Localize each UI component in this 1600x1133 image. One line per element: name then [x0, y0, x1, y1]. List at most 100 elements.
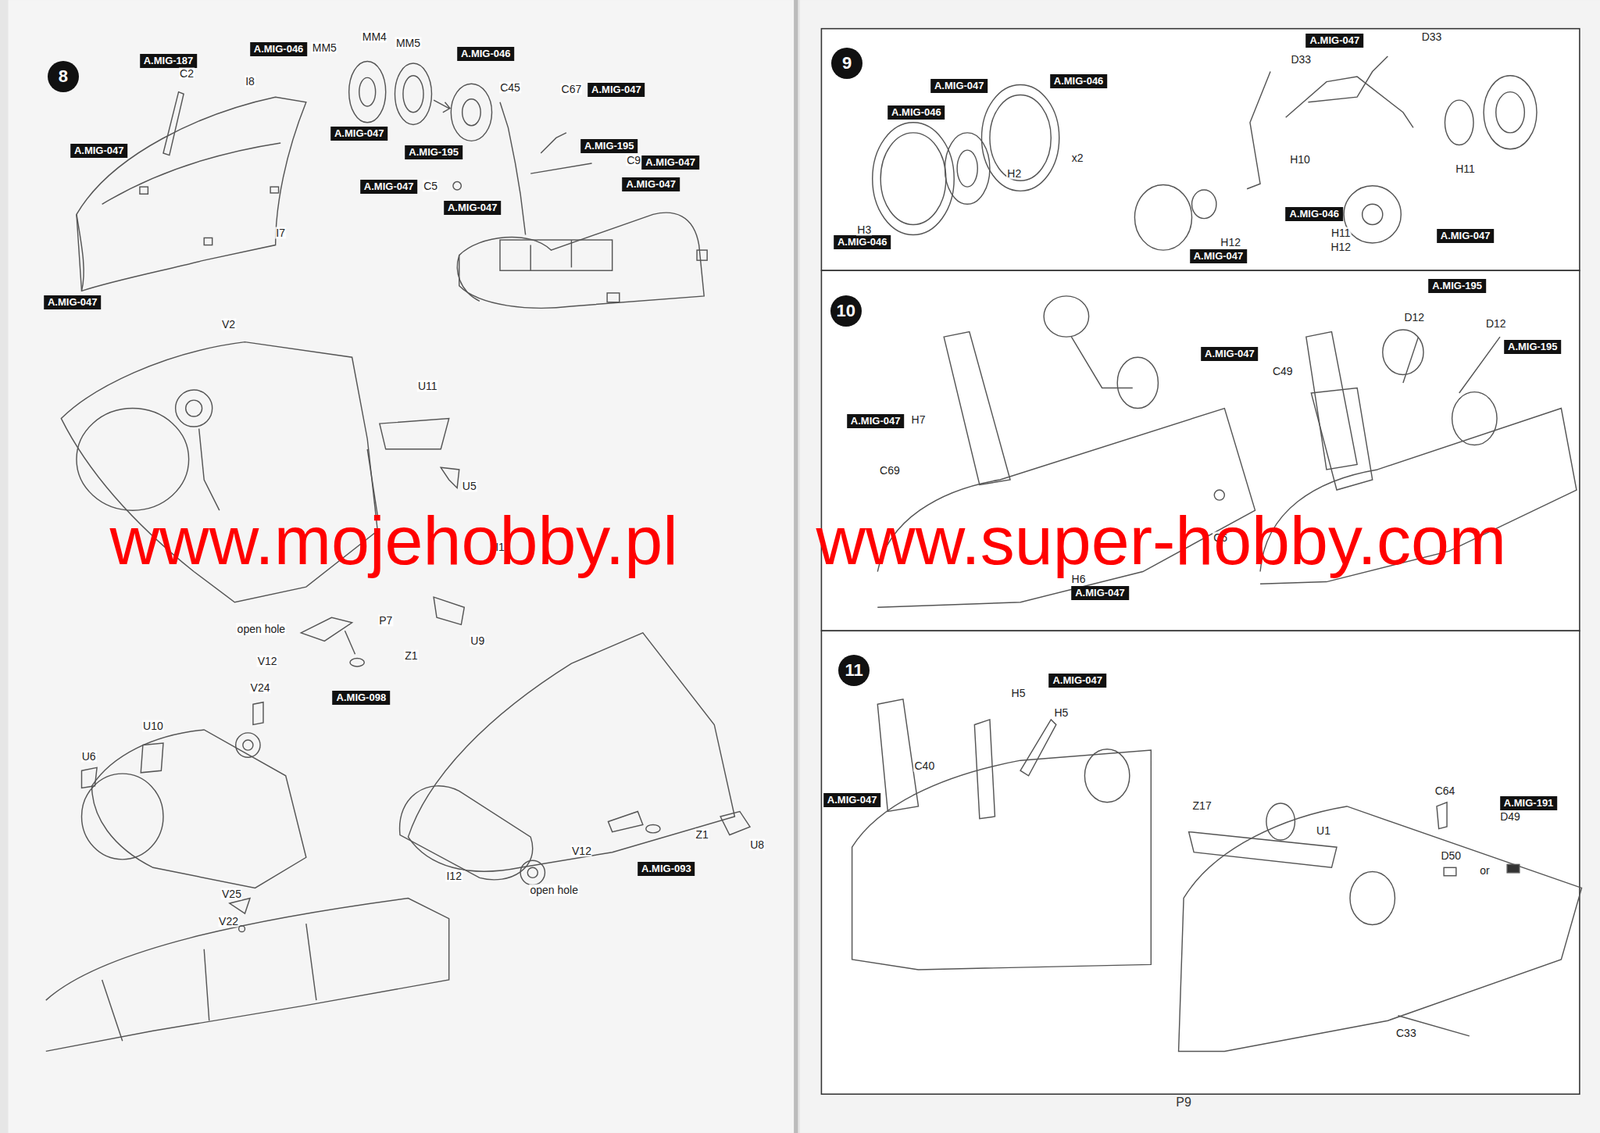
- step-number: 11: [838, 654, 870, 686]
- part-label: C40: [914, 759, 936, 772]
- part-label: H12: [1219, 235, 1242, 248]
- part-label: C33: [1395, 1026, 1418, 1039]
- part-label: D12: [1485, 317, 1508, 330]
- paint-callout: A.MIG-047: [1200, 346, 1259, 361]
- part-label: I12: [445, 869, 462, 882]
- part-label: open hole: [236, 622, 287, 635]
- paint-callout: A.MIG-191: [1500, 796, 1558, 811]
- part-label: V2: [221, 318, 236, 331]
- callout-text: A.MIG-187: [143, 54, 194, 67]
- paint-callout: A.MIG-047: [443, 200, 502, 215]
- callout-text: A.MIG-047: [626, 178, 677, 190]
- paint-callout: A.MIG-047: [1189, 249, 1248, 264]
- callout-text: A.MIG-093: [641, 862, 692, 875]
- callout-text: A.MIG-046: [891, 106, 942, 118]
- part-label: H7: [910, 413, 927, 425]
- callout-text: A.MIG-047: [47, 296, 98, 308]
- step-number-text: 10: [836, 300, 856, 322]
- part-label: or: [1478, 864, 1490, 877]
- step-number: 10: [830, 295, 862, 327]
- paint-callout: A.MIG-047: [1306, 33, 1365, 48]
- part-label: D49: [1499, 810, 1522, 822]
- paint-callout: A.MIG-195: [1503, 339, 1562, 354]
- step-number: 8: [47, 60, 79, 93]
- part-label: Z1: [694, 828, 709, 841]
- part-label: I7: [275, 226, 286, 239]
- part-label: D33: [1421, 31, 1443, 43]
- paint-callout: A.MIG-195: [580, 139, 639, 154]
- part-label: Z17: [1192, 799, 1213, 811]
- callout-text: A.MIG-047: [591, 83, 642, 96]
- watermark: www.mojehobby.pl: [110, 505, 679, 576]
- callout-text: A.MIG-195: [1507, 340, 1558, 353]
- callout-text: A.MIG-195: [408, 146, 459, 158]
- callout-text: A.MIG-191: [1503, 796, 1554, 809]
- part-label: U10: [142, 719, 165, 732]
- part-label: MM4: [361, 31, 388, 43]
- step-number-text: 8: [58, 66, 68, 87]
- callout-text: A.MIG-046: [1053, 75, 1104, 87]
- paint-callout: A.MIG-047: [43, 295, 102, 310]
- part-label: D33: [1289, 53, 1312, 65]
- paint-callout: A.MIG-046: [1285, 207, 1343, 222]
- paint-callout: A.MIG-195: [404, 145, 463, 160]
- part-label: I8: [244, 75, 256, 88]
- step-number-text: 11: [845, 660, 864, 681]
- callout-text: A.MIG-047: [334, 127, 385, 140]
- part-label: U6: [81, 750, 97, 762]
- callout-text: A.MIG-047: [364, 180, 415, 193]
- part-label: C9: [625, 154, 642, 167]
- part-label: x2: [1071, 152, 1085, 165]
- paint-callout: A.MIG-047: [587, 82, 646, 97]
- callout-text: A.MIG-047: [1204, 347, 1255, 360]
- paint-callout: A.MIG-047: [360, 179, 418, 194]
- part-label: V24: [250, 682, 272, 694]
- part-label: C49: [1271, 365, 1294, 378]
- paint-callout: A.MIG-047: [1048, 673, 1107, 688]
- part-label: MM5: [311, 42, 338, 54]
- part-label: V25: [221, 888, 243, 900]
- paint-callout: A.MIG-098: [332, 690, 391, 705]
- paint-callout: A.MIG-195: [1428, 278, 1486, 293]
- callout-text: A.MIG-047: [74, 144, 125, 157]
- callout-text: A.MIG-195: [584, 139, 635, 152]
- part-label: C45: [499, 82, 522, 94]
- step-number: 9: [831, 47, 863, 79]
- callout-text: A.MIG-046: [460, 47, 511, 60]
- paint-callout: A.MIG-046: [1050, 74, 1108, 89]
- page-number: P9: [1175, 1095, 1192, 1110]
- callout-text: A.MIG-047: [934, 79, 985, 92]
- paint-callout: A.MIG-047: [930, 78, 989, 93]
- part-label: Z1: [403, 649, 418, 661]
- part-label: C64: [1434, 785, 1457, 797]
- part-label: H11: [1454, 162, 1476, 175]
- callout-text: A.MIG-046: [837, 235, 888, 248]
- part-label: P7: [378, 614, 393, 627]
- part-label: U11: [417, 379, 439, 392]
- part-label: V22: [217, 915, 240, 928]
- callout-text: A.MIG-047: [827, 793, 878, 806]
- paint-callout: A.MIG-047: [1071, 585, 1129, 600]
- paint-callout: A.MIG-047: [622, 177, 681, 192]
- callout-text: A.MIG-047: [1052, 674, 1103, 686]
- callout-text: A.MIG-047: [1193, 250, 1244, 262]
- paint-callout: A.MIG-046: [833, 235, 892, 250]
- part-label: open hole: [528, 883, 579, 896]
- part-label: H12: [1329, 241, 1352, 254]
- part-label: V12: [257, 655, 279, 668]
- callout-text: A.MIG-098: [336, 691, 387, 704]
- part-label: C2: [178, 67, 195, 80]
- part-label: D50: [1439, 849, 1462, 861]
- part-label: H11: [1330, 226, 1352, 239]
- part-label: D12: [1403, 311, 1425, 324]
- callout-text: A.MIG-047: [1310, 34, 1361, 47]
- paint-callout: A.MIG-047: [70, 143, 129, 158]
- paint-callout: A.MIG-046: [250, 42, 308, 57]
- part-label: H10: [1289, 153, 1311, 165]
- callout-text: A.MIG-047: [1440, 229, 1491, 242]
- callout-text: A.MIG-047: [447, 201, 498, 214]
- part-label: MM5: [395, 36, 422, 49]
- part-label: H5: [1010, 686, 1027, 699]
- callout-text: A.MIG-047: [1075, 586, 1125, 599]
